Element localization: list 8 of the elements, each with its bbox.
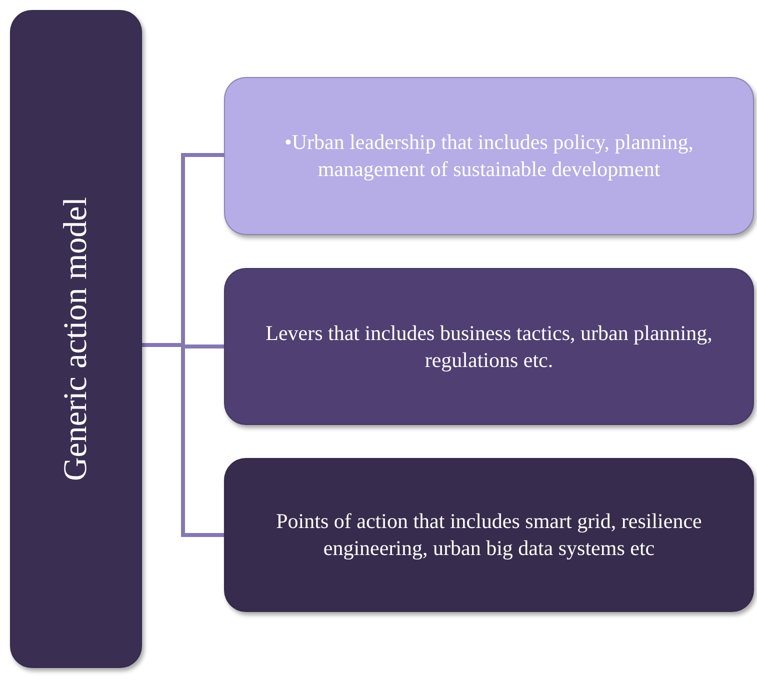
category-box <box>224 268 754 425</box>
box-text: •Urban leadership that includes policy, planning, management of sustainable development <box>284 129 694 183</box>
box-text: Levers that includes business tactics, urban planning, regulations etc. <box>264 320 714 374</box>
vertical-title: Generic action model <box>60 196 92 482</box>
box-text: Points of action that includes smart grid, resilience engineering, urban big data systems etc <box>275 508 703 562</box>
category-box <box>224 77 754 235</box>
title-bar <box>10 10 142 668</box>
category-box <box>224 458 754 612</box>
